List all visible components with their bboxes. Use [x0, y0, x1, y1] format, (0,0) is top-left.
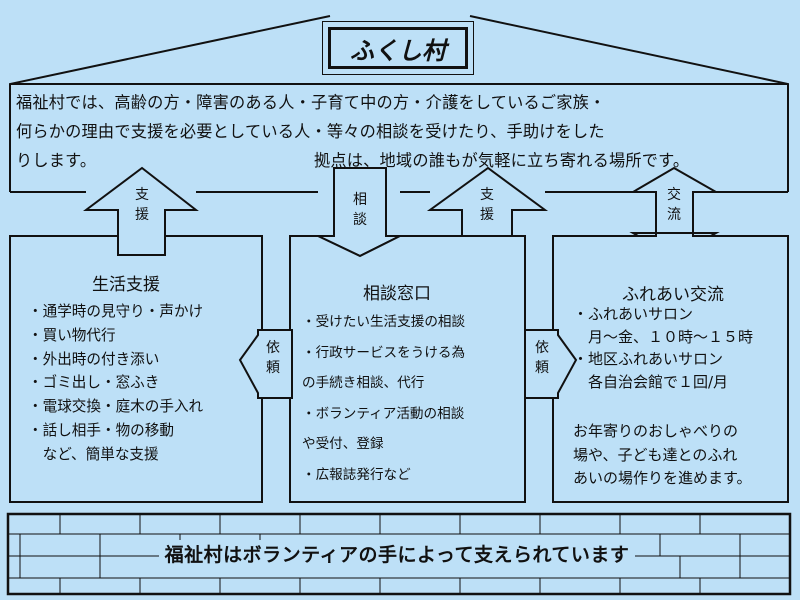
- intro-line-2: 何らかの理由で支援を必要としている人・等々の相談を受けたり、手助けをした: [16, 122, 605, 141]
- list-item: 各自治会館で１回/月: [573, 372, 729, 391]
- list-item: ・買い物代行: [28, 326, 116, 344]
- middle-box-title: 相談窓口: [363, 284, 431, 304]
- paragraph-line: 場や、子ども達とのふれ: [573, 445, 738, 464]
- list-item: ・電球交換・庭木の手入れ: [28, 398, 204, 416]
- list-item: ・地区ふれあいサロン: [573, 350, 724, 368]
- list-item: など、簡単な支援: [28, 445, 159, 463]
- arrow-irai-left: [238, 329, 293, 399]
- right-box-title: ふれあい交流: [622, 285, 724, 305]
- title-sign: ふくし村: [322, 21, 474, 75]
- title-text: ふくし村: [350, 35, 446, 65]
- intro-line-3a: りします。: [16, 151, 97, 170]
- list-item: ・話し相手・物の移動: [28, 421, 174, 439]
- right-box-paragraph: お年寄りのおしゃべりの 場や、子ども達とのふれ あいの場作りを進めます。: [573, 420, 752, 491]
- list-item: ・受けたい生活支援の相談: [302, 314, 466, 330]
- left-box-outline: [9, 235, 263, 503]
- footer-wall: [6, 512, 792, 596]
- intro-line-3b: 拠点は、地域の誰もが気軽に立ち寄れる場所です。: [314, 151, 690, 170]
- arrow-label-kouryu: 交流: [667, 187, 681, 223]
- list-item: ・行政サービスをうける為: [302, 344, 466, 361]
- list-item: ・ゴミ出し・窓ふき: [28, 374, 160, 392]
- list-item: や受付、登録: [302, 436, 384, 452]
- list-item: ・広報誌発行など: [302, 466, 411, 483]
- arrow-label-irai-left: 依頼: [266, 340, 280, 376]
- arrow-label-irai-right: 依頼: [535, 340, 549, 376]
- paragraph-line: あいの場作りを進めます。: [573, 469, 752, 487]
- middle-box-list: ・受けたい生活支援の相談 ・行政サービスをうける為 の手続き相談、代行 ・ボラン…: [302, 307, 465, 490]
- arrow-label-soudan: 相談: [353, 192, 367, 228]
- left-box-list: ・通学時の見守り・声かけ ・買い物代行 ・外出時の付き添い ・ゴミ出し・窓ふき …: [28, 300, 203, 467]
- list-item: ・外出時の付き添い: [28, 350, 160, 368]
- intro-text: 福祉村では、高齢の方・障害のある人・子育て中の方・介護をしているご家族・ 何らか…: [16, 88, 786, 175]
- footer-text: 福祉村はボランティアの手によって支えられています: [158, 539, 636, 567]
- footer-banner: 福祉村はボランティアの手によって支えられています: [20, 523, 774, 583]
- list-item: の手続き相談、代行: [302, 375, 425, 391]
- arrow-irai-right: [524, 329, 578, 399]
- list-item: ・通学時の見守り・声かけ: [28, 303, 204, 320]
- middle-box-outline: [289, 235, 526, 503]
- arrow-label-shien-right: 支援: [480, 187, 494, 223]
- right-box-outline: [552, 232, 789, 503]
- arrow-label-shien-left: 支援: [135, 187, 149, 223]
- intro-line-1: 福祉村では、高齢の方・障害のある人・子育て中の方・介護をしているご家族・: [16, 93, 606, 112]
- list-item: 月～金、１０時～１５時: [573, 327, 754, 346]
- left-box-title: 生活支援: [92, 275, 160, 295]
- list-item: ・ふれあいサロン: [573, 305, 694, 323]
- list-item: ・ボランティア活動の相談: [302, 405, 465, 422]
- right-box-list: ・ふれあいサロン 月～金、１０時～１５時 ・地区ふれあいサロン 各自治会館で１回…: [573, 303, 753, 393]
- paragraph-line: お年寄りのおしゃべりの: [573, 422, 739, 440]
